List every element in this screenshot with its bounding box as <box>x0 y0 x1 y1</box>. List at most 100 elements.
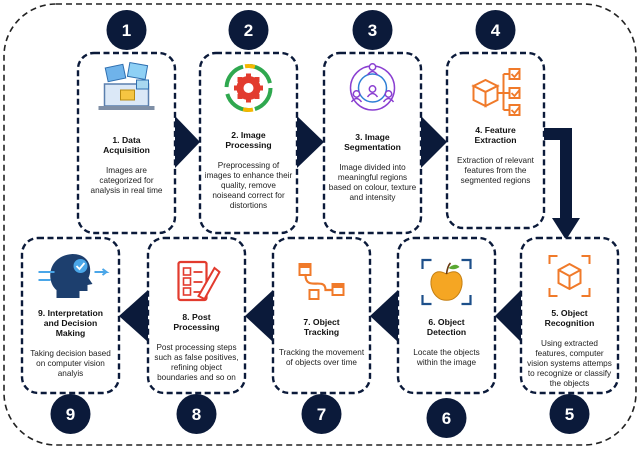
step-description: Post processing steps <box>156 343 236 352</box>
step-number: 8 <box>192 405 201 424</box>
step-card-border <box>396 236 497 395</box>
step-number-badge: 6 <box>426 398 467 438</box>
step-description: Preprocessing of <box>218 161 280 170</box>
step-title: Processing <box>225 140 271 150</box>
step-card-border <box>519 236 620 395</box>
right-arrow-3 <box>421 116 447 168</box>
right-arrow-2 <box>297 116 324 168</box>
step-description: such as false positives, <box>154 353 238 362</box>
step-description: features, computer <box>535 349 604 358</box>
step-description: of objects over time <box>286 358 357 367</box>
box-checklist-icon <box>471 68 521 116</box>
left-arrow-1 <box>495 290 521 342</box>
left-arrow-2 <box>370 290 398 342</box>
step-title: and Decision <box>44 318 97 328</box>
step-number: 4 <box>491 21 501 40</box>
step-number: 1 <box>122 21 131 40</box>
step-description: and intensity <box>350 193 397 202</box>
step-title: Segmentation <box>344 142 401 152</box>
left-arrow-4 <box>119 290 148 342</box>
step-description: refining object <box>171 363 223 372</box>
step-description: Using extracted <box>541 339 598 348</box>
step-description: quality, remove <box>221 181 276 190</box>
step-description: segmented regions <box>461 176 531 185</box>
gear-cycle-icon <box>224 64 273 112</box>
step-title: 9. Interpretation <box>38 308 103 318</box>
step-title: 4. Feature <box>475 125 516 135</box>
step-title: Detection <box>427 327 466 337</box>
down-arrow-head <box>552 218 580 240</box>
step-card-border <box>198 51 299 235</box>
step-title: 2. Image <box>231 130 266 140</box>
step-description: analyis <box>58 369 84 378</box>
right-arrow-1 <box>175 116 200 168</box>
step-title: 1. Data <box>112 135 140 145</box>
step-description: distortions <box>230 201 267 210</box>
step-number: 6 <box>442 409 451 428</box>
head-decision-icon <box>38 254 110 298</box>
step-number-badge: 2 <box>228 10 269 50</box>
step-title: Processing <box>173 322 219 332</box>
laptop-photos-icon <box>98 61 155 110</box>
flow-arrows <box>119 116 580 342</box>
apple-frame-icon <box>421 258 472 306</box>
step-description: features from the <box>465 166 527 175</box>
step-number-badge: 9 <box>50 394 91 434</box>
step-title: Extraction <box>474 135 516 145</box>
step-number-badge: 1 <box>106 10 147 50</box>
step-description: vision systems attemps <box>527 359 612 368</box>
step-description: on computer vision <box>36 359 105 368</box>
step-description: boundaries and so on <box>157 373 236 382</box>
step-description: the objects <box>550 379 590 388</box>
step-description: analysis in real time <box>91 186 163 195</box>
step-description: Taking decision based <box>30 349 111 358</box>
step-description: images to enhance their <box>205 171 293 180</box>
step-title: 8. Post <box>182 312 210 322</box>
step-card-border <box>146 236 247 395</box>
step-number-badge: 8 <box>176 394 217 434</box>
step-description: Tracking the movement <box>279 348 365 357</box>
outer-boundary <box>3 3 637 446</box>
step-number: 7 <box>317 405 326 424</box>
step-title: Tracking <box>304 327 339 337</box>
step-title: 7. Object <box>303 317 339 327</box>
step-card-border <box>271 236 372 395</box>
step-card-border <box>20 236 121 395</box>
step-description: Image divided into <box>339 163 406 172</box>
elbow-arrow-line <box>544 128 572 222</box>
step-description: Extraction of relevant <box>457 156 535 165</box>
cube-frame-icon <box>548 255 591 297</box>
step-card-border <box>76 51 177 235</box>
step-number: 3 <box>368 21 377 40</box>
step-number: 5 <box>565 405 574 424</box>
step-title: 3. Image <box>355 132 390 142</box>
step-description: to recognize or classify <box>528 369 612 378</box>
step-description: Locate the objects <box>413 348 479 357</box>
step-description: categorized for <box>99 176 153 185</box>
step-number-badge: 5 <box>549 394 590 434</box>
left-arrow-3 <box>245 290 273 342</box>
step-number-badge: 4 <box>475 10 516 50</box>
step-description: within the image <box>416 358 477 367</box>
step-title: 5. Object <box>551 308 587 318</box>
step-title: 6. Object <box>428 317 464 327</box>
step-description: meaningful regions <box>338 173 407 182</box>
step-number-badge: 7 <box>301 394 342 434</box>
step-description: Images are <box>106 166 147 175</box>
step-number: 2 <box>244 21 253 40</box>
step-title: Making <box>56 328 86 338</box>
step-number-badge: 3 <box>352 10 393 50</box>
people-network-icon <box>349 63 396 111</box>
step-title: Recognition <box>545 318 595 328</box>
edit-document-icon <box>177 260 221 302</box>
